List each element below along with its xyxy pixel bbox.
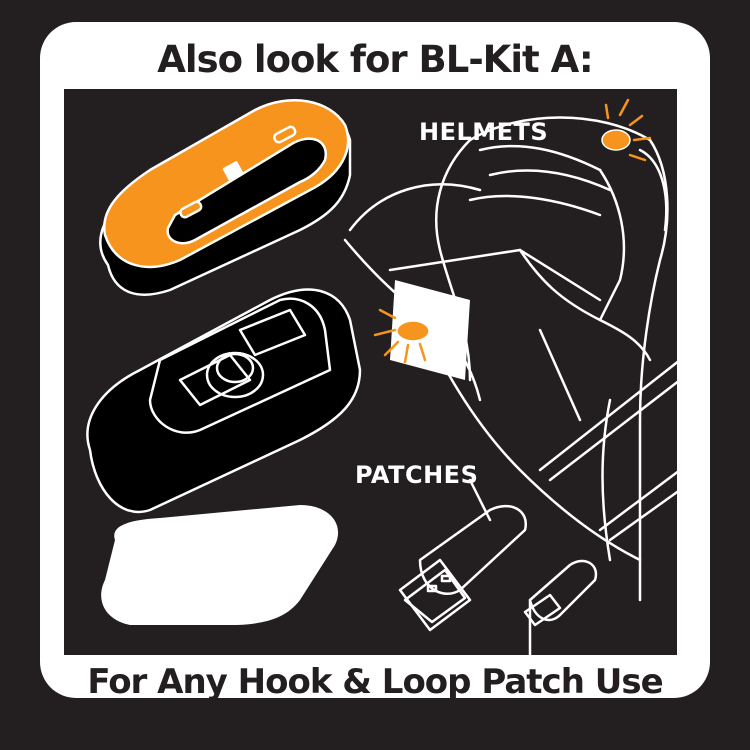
patch-light-drawing [373,308,430,364]
patch-mount-base-drawing [86,288,362,514]
patches-label: PATCHES [355,461,479,489]
hook-and-loop-patch-drawing [101,280,470,625]
person-with-helmet-drawing [343,116,669,655]
light-device-drawing [99,98,352,296]
helmet-light-drawing [601,98,652,162]
usb-cable-drawing [398,360,677,632]
page-title: Also look for BL-Kit A: [157,38,593,81]
helmets-label: HELMETS [419,118,549,146]
product-illustration [86,98,677,655]
illustration-panel: HELMETS PATCHES [64,89,677,655]
footer-caption: For Any Hook & Loop Patch Use [87,662,663,702]
